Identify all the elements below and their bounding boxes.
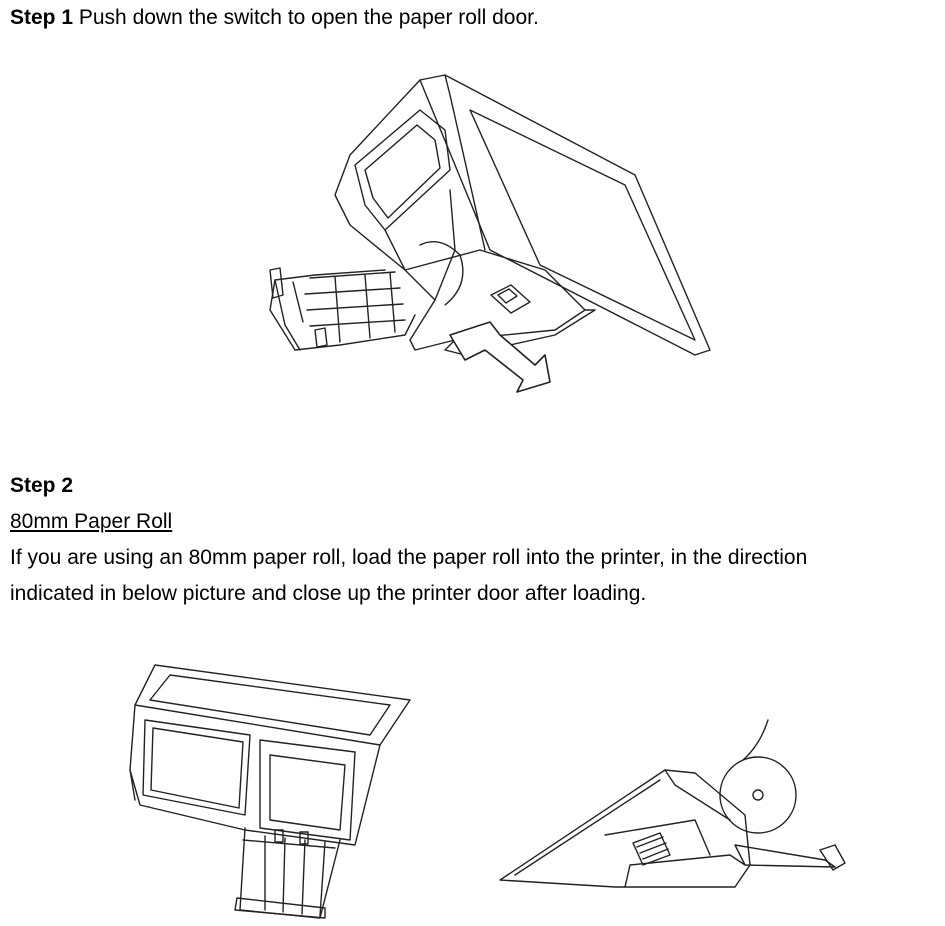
step2-text-line1: If you are using an 80mm paper roll, loa… [10,546,808,569]
figure-open-paper-door [255,70,725,410]
figure-front-view-door-open [125,660,420,920]
step1-instruction: Step 1 Push down the switch to open the … [10,0,539,36]
step2-subheading: 80mm Paper Roll [10,510,173,533]
step1-label: Step 1 [10,6,74,29]
step1-text: Push down the switch to open the paper r… [78,6,539,29]
figure-side-view-paper-roll [495,715,860,895]
step2-text-line2: indicated in below picture and close up … [10,582,647,605]
step2-heading: Step 2 [10,474,74,497]
